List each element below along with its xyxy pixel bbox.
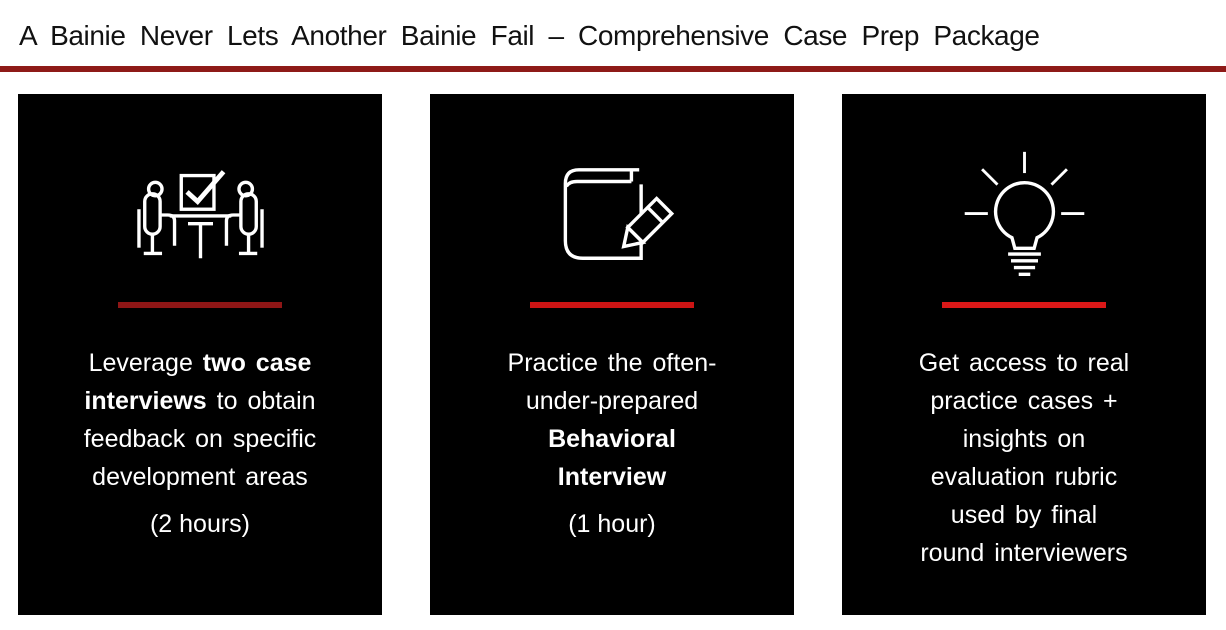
- card-text-line: Practice the often-: [507, 349, 717, 377]
- card-practice-cases: Get access to real practice cases + insi…: [842, 94, 1206, 615]
- card-text-line: round interviewers: [920, 539, 1128, 567]
- interviewers-at-table-checkbox-icon: [133, 145, 268, 285]
- card-behavioral-interview: Practice the often- under-prepared Behav…: [430, 94, 794, 615]
- card-text-line: insights on: [962, 425, 1086, 453]
- card-text-line: development areas: [92, 463, 308, 491]
- pencil-body: [625, 195, 675, 245]
- right-chair-base: [238, 234, 257, 256]
- card-divider: [118, 302, 282, 308]
- notebook-pencil-icon: [544, 145, 680, 285]
- right-person-body: [238, 192, 258, 236]
- card-divider: [530, 302, 694, 308]
- lightbulb-rays: [964, 151, 1084, 215]
- card-text-line: interviews to obtain: [84, 387, 316, 415]
- card-text: Get access to real practice cases + insi…: [919, 344, 1129, 572]
- card-text-line: used by final: [950, 501, 1098, 529]
- right-person-leg: [224, 213, 241, 246]
- card-duration: (1 hour): [568, 510, 656, 538]
- card-duration: (2 hours): [149, 510, 251, 538]
- card-text-line: under-prepared: [525, 387, 699, 415]
- card-text-line: Get access to real: [918, 349, 1130, 377]
- card-text-line: feedback on specific: [83, 425, 317, 453]
- title-rule: [0, 66, 1226, 72]
- book-cover-inner-line: [564, 179, 632, 187]
- left-person-body: [142, 192, 162, 236]
- card-text: Practice the often- under-prepared Behav…: [508, 344, 717, 496]
- pencil-eraser-band: [646, 205, 665, 224]
- card-text-line: Leverage two case: [88, 349, 312, 377]
- checkmark: [184, 170, 225, 205]
- card-text-line: practice cases +: [930, 387, 1118, 415]
- pencil: [621, 195, 675, 249]
- card-case-interviews: Leverage two case interviews to obtain f…: [18, 94, 382, 615]
- bulb-glass: [993, 180, 1055, 250]
- card-divider: [942, 302, 1106, 308]
- card-text: Leverage two case interviews to obtain f…: [84, 344, 317, 496]
- left-chair-base: [143, 234, 162, 256]
- card-text-line: evaluation rubric: [930, 463, 1118, 491]
- left-person-leg: [159, 213, 176, 246]
- checkbox-square: [179, 173, 216, 211]
- card-text-line: Interview: [557, 463, 667, 491]
- book-outline: [563, 167, 643, 260]
- slide-title: A Bainie Never Lets Another Bainie Fail …: [19, 20, 1040, 51]
- card-text-line: Behavioral: [548, 425, 676, 453]
- lightbulb-icon: [957, 145, 1092, 285]
